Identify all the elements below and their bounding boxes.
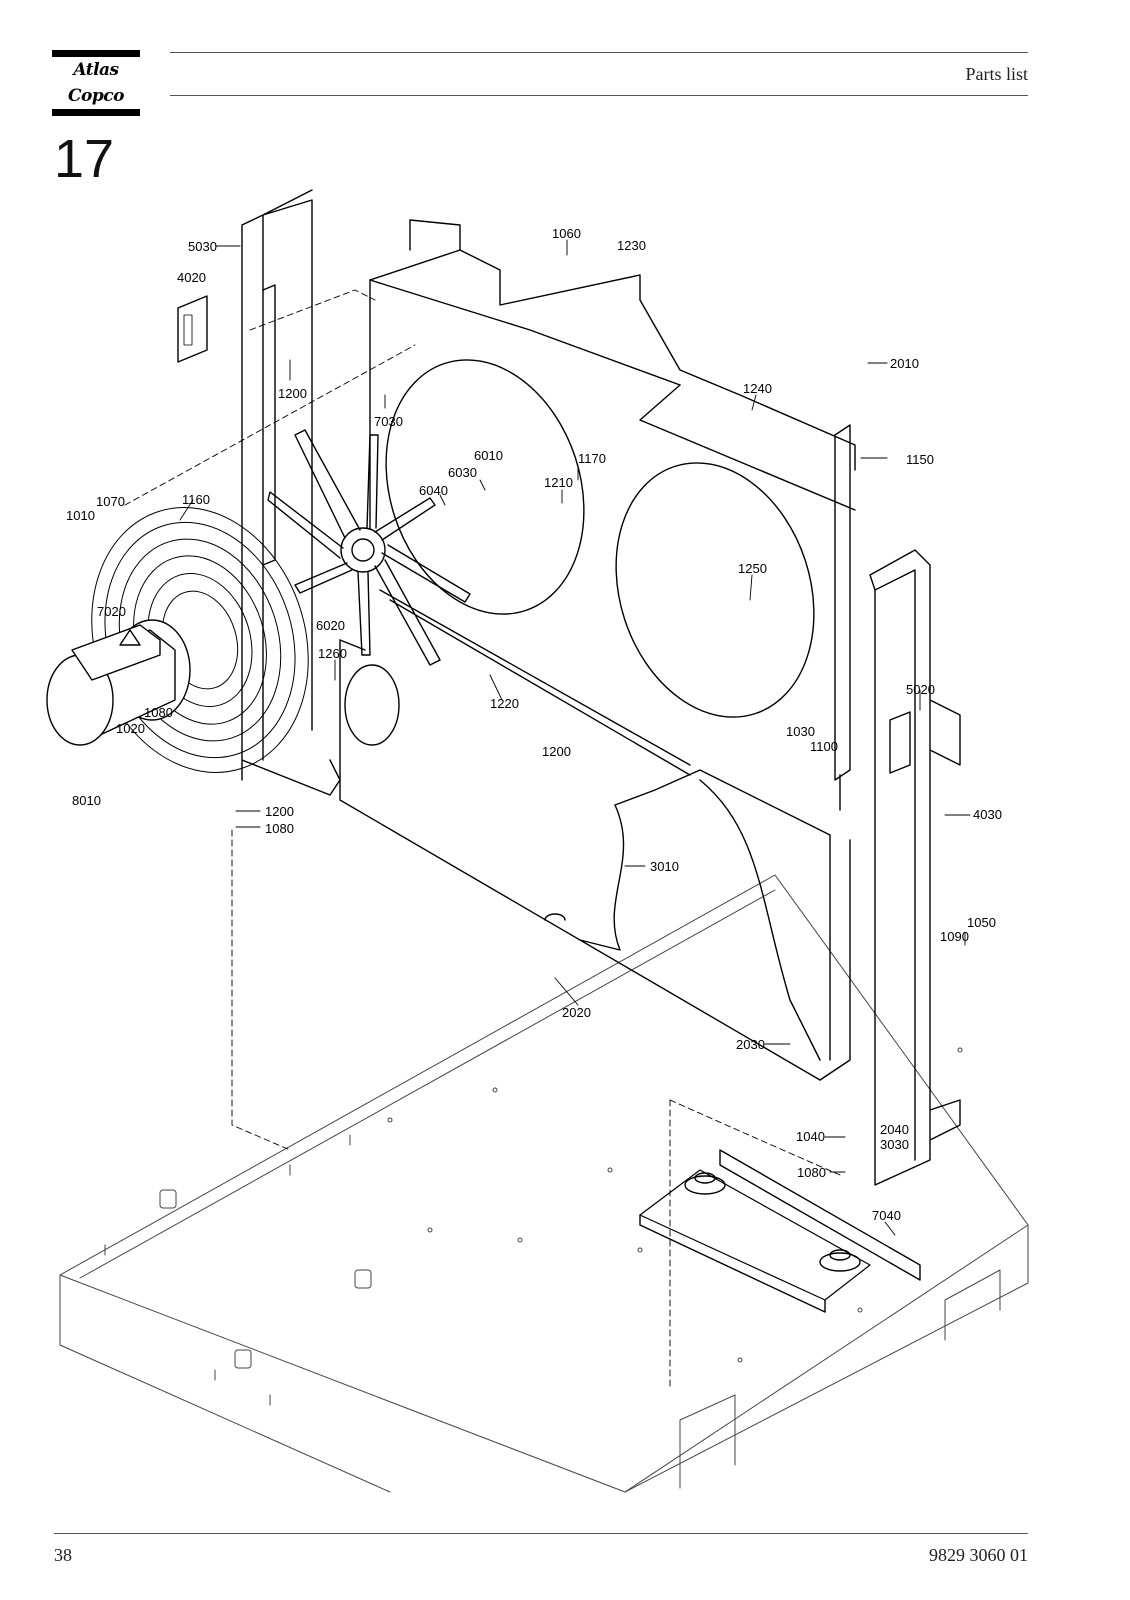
post-5030 — [241, 189, 341, 796]
callout-1010: 1010 — [66, 508, 95, 523]
callout-7020: 7020 — [97, 604, 126, 619]
callout-7040: 7040 — [872, 1208, 901, 1223]
post-4030 — [834, 424, 961, 1186]
callout-5020: 5020 — [906, 682, 935, 697]
callout-1250: 1250 — [738, 561, 767, 576]
callout-6030: 6030 — [448, 465, 477, 480]
callout-2010: 2010 — [890, 356, 919, 371]
callout-6010: 6010 — [474, 448, 503, 463]
callout-1080-motor: 1080 — [144, 705, 173, 720]
callout-1170: 1170 — [578, 451, 606, 466]
callout-1260: 1260 — [318, 646, 347, 661]
logo-bar-top — [52, 50, 140, 57]
callout-8010: 8010 — [72, 793, 101, 808]
page-number: 38 — [54, 1545, 72, 1565]
page-title: Parts list — [965, 64, 1028, 84]
callout-2040: 2040 — [880, 1122, 909, 1137]
header-rule-bottom — [170, 95, 1028, 96]
fan-blade-6040 — [267, 429, 471, 666]
callout-6040: 6040 — [419, 483, 448, 498]
document-number: 9829 3060 01 — [929, 1545, 1028, 1565]
logo-text: Atlas Copco — [68, 60, 124, 106]
assembly-guides — [124, 289, 841, 1391]
header-rule-top — [170, 52, 1028, 53]
callout-1160: 1160 — [182, 492, 210, 507]
callout-2020: 2020 — [562, 1005, 591, 1020]
section-number: 17 — [54, 129, 115, 189]
callout-1040: 1040 — [796, 1129, 825, 1144]
callout-1200-middle: 1200 — [542, 744, 571, 759]
base-frame — [59, 874, 1029, 1493]
callout-1060: 1060 — [552, 226, 581, 241]
callout-1230: 1230 — [617, 238, 646, 253]
callout-6020: 6020 — [316, 618, 345, 633]
mount-rail-7040 — [639, 1149, 921, 1313]
lower-shroud-3010 — [544, 769, 831, 1061]
callout-5030: 5030 — [188, 239, 217, 254]
footer-rule — [54, 1533, 1028, 1534]
callout-2030: 2030 — [736, 1037, 765, 1052]
callout-1200-upper: 1200 — [278, 386, 307, 401]
callout-labels: 5030 4020 1200 7030 1060 1230 2010 1240 … — [66, 226, 1002, 1223]
callout-1210: 1210 — [544, 475, 573, 490]
callout-1090: 1090 — [940, 929, 969, 944]
callout-1100: 1100 — [810, 739, 838, 754]
atlas-copco-logo: Atlas Copco — [52, 50, 140, 116]
callout-4030: 4030 — [973, 807, 1002, 822]
callout-1070: 1070 — [96, 494, 125, 509]
callout-3010: 3010 — [650, 859, 679, 874]
callout-3030: 3030 — [880, 1137, 909, 1152]
callout-1080-right: 1080 — [797, 1165, 826, 1180]
callout-1080-lower: 1080 — [265, 821, 294, 836]
logo-bar-bottom — [52, 109, 140, 116]
callout-1030: 1030 — [786, 724, 815, 739]
callout-1240: 1240 — [743, 381, 772, 396]
callout-1150: 1150 — [906, 452, 934, 467]
label-plate-4020 — [177, 295, 208, 363]
motor-8010 — [46, 619, 191, 746]
callout-1220: 1220 — [490, 696, 519, 711]
callout-1050: 1050 — [967, 915, 996, 930]
callout-1200-lower: 1200 — [265, 804, 294, 819]
callout-7030: 7030 — [374, 414, 403, 429]
radiator-shroud-panel — [339, 219, 856, 1081]
callout-4020: 4020 — [177, 270, 206, 285]
callout-1020: 1020 — [116, 721, 145, 736]
callout-leaders — [179, 239, 971, 1236]
